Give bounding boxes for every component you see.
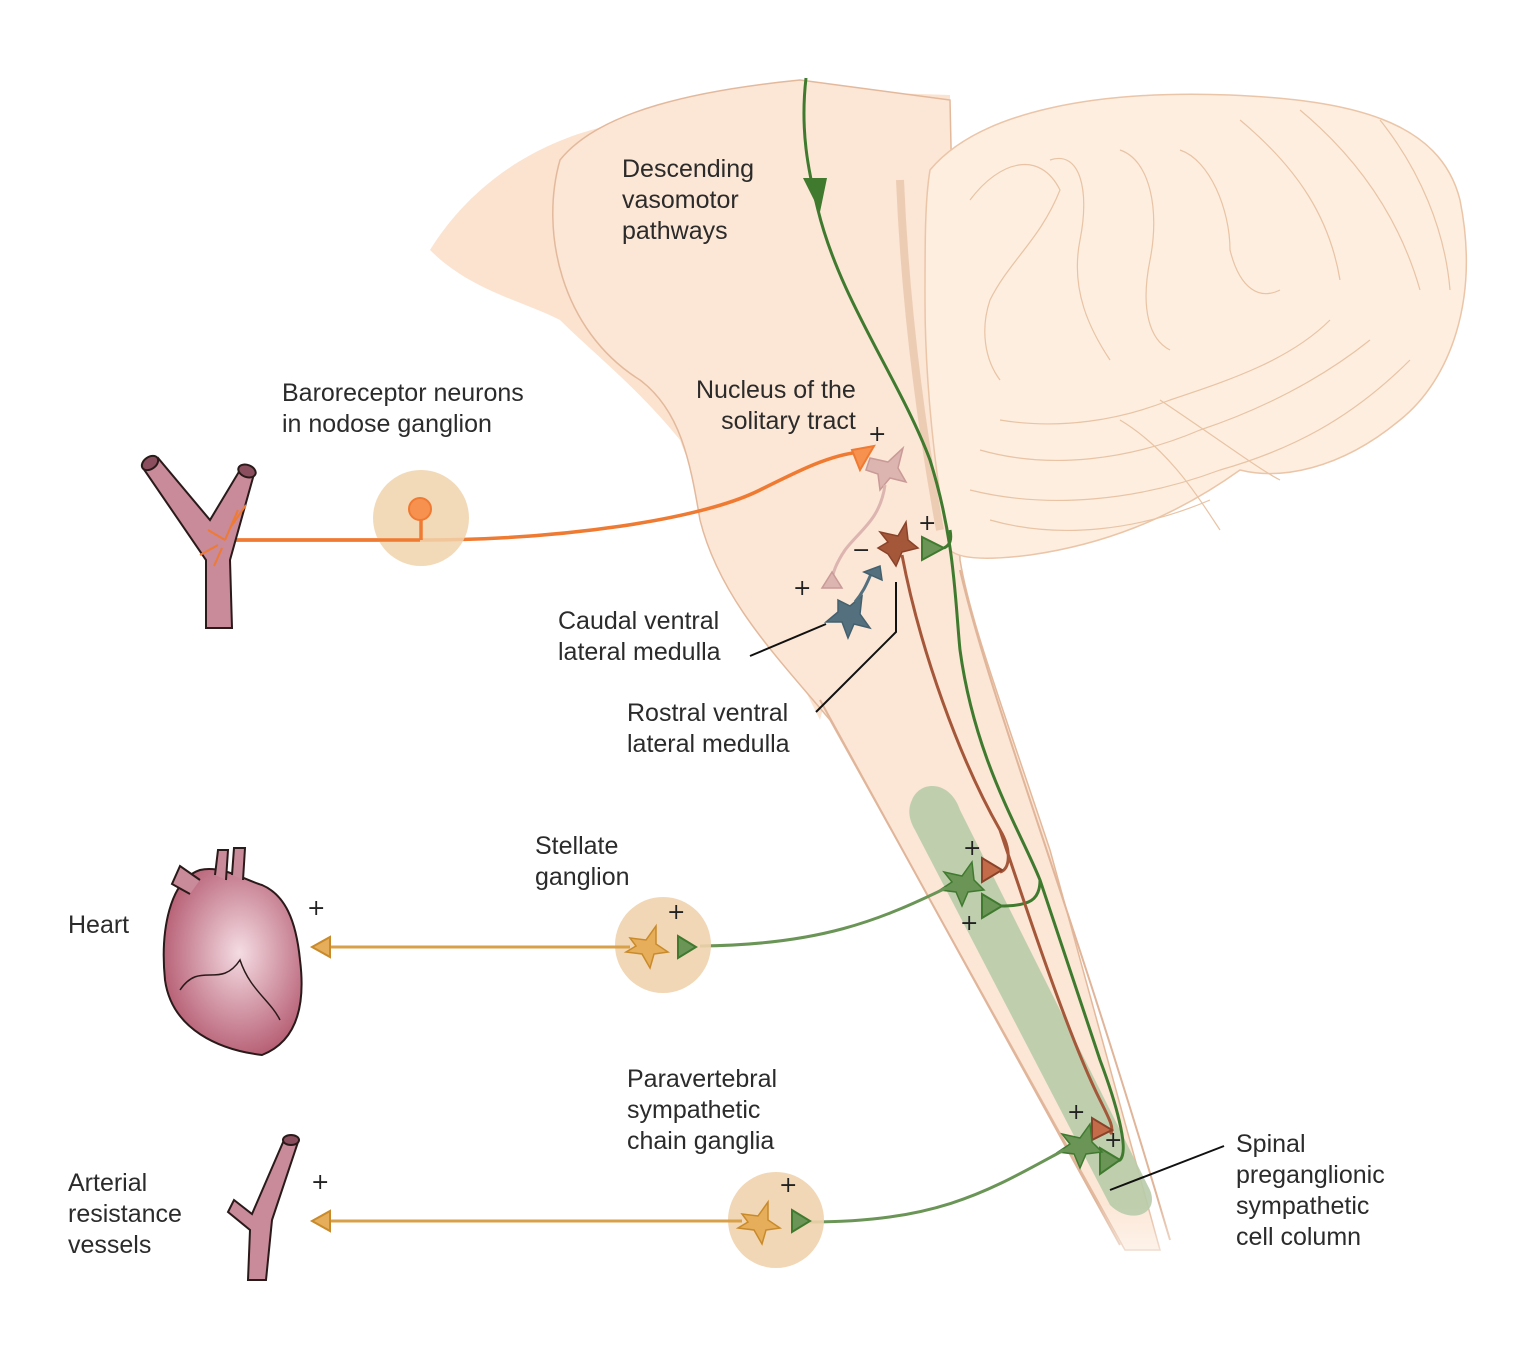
label-paravertebral-chain-ganglia: Paravertebral sympathetic chain ganglia <box>627 1065 778 1155</box>
label-rostral-ventral-lateral-medulla: Rostral ventral lateral medulla <box>627 699 790 758</box>
rvlm-neuron <box>876 519 920 568</box>
preganglionic-cell-column <box>909 786 1152 1216</box>
label-stellate-ganglion: Stellate ganglion <box>535 832 630 891</box>
rvlm-descending-axon <box>900 554 1114 1136</box>
paravertebral-ganglion-bg <box>728 1172 824 1268</box>
heart-terminal-icon <box>309 935 331 959</box>
label-spinal-preganglionic-cell-column: Spinal preganglionic sympathetic cell co… <box>1236 1130 1385 1251</box>
stellate-input-terminal-icon <box>677 934 698 960</box>
sign-heart-effector: + <box>307 896 326 921</box>
sign-stellate: + <box>667 900 686 925</box>
rvlm-terminal-upper-icon <box>981 856 1004 884</box>
paravertebral-input-terminal-icon <box>791 1208 812 1234</box>
label-heart: Heart <box>68 911 130 939</box>
descending-terminal-rvlm-icon <box>921 535 947 562</box>
heart-icon <box>162 847 303 1057</box>
sign-upper-spinal-descending: + <box>960 911 979 936</box>
paravertebral-neuron <box>735 1199 783 1246</box>
rvlm-leader-line <box>815 582 897 713</box>
spinal-column-leader-line <box>1109 1145 1225 1191</box>
carotid-vessel-icon <box>140 454 257 629</box>
nts-neuron <box>865 445 908 492</box>
label-nucleus-solitary-tract: Nucleus of the solitary tract <box>696 376 856 435</box>
nts-terminal-icon <box>820 570 844 589</box>
label-descending-vasomotor-pathways: Descending vasomotor pathways <box>622 155 755 245</box>
arterial-vessel-icon <box>226 1134 300 1281</box>
descending-vasomotor-pathway <box>802 77 1125 1164</box>
baroreceptor-afferent-fiber <box>225 450 861 542</box>
cvlm-leader-line <box>749 623 827 657</box>
cvlm-terminal-icon <box>862 564 883 582</box>
upper-preganglionic-axon <box>699 886 947 948</box>
spinal-cord-right-edge <box>959 569 1171 1241</box>
lower-preganglionic-axon <box>809 1148 1065 1224</box>
label-caudal-ventral-lateral-medulla: Caudal ventral lateral medulla <box>558 607 721 666</box>
sign-vessel-effector: + <box>311 1170 330 1195</box>
sign-upper-spinal-rvlm: + <box>963 836 982 861</box>
baroreceptor-neuron <box>408 497 432 521</box>
sign-nts-input: + <box>868 422 887 447</box>
label-arterial-resistance-vessels: Arterial resistance vessels <box>68 1169 182 1259</box>
label-baroreceptor-neurons: Baroreceptor neurons in nodose ganglion <box>282 379 524 438</box>
sign-rvlm-descending: + <box>918 511 937 536</box>
rvlm-terminal-lower-icon <box>1091 1116 1115 1142</box>
sign-cvlm-to-rvlm: − <box>852 538 871 563</box>
sign-nts-to-cvlm: + <box>793 576 812 601</box>
baroreceptor-terminal-icon <box>850 444 876 473</box>
stellate-neuron <box>623 923 671 970</box>
sign-paravertebral: + <box>779 1173 798 1198</box>
vessel-terminal-icon <box>309 1209 331 1233</box>
cerebellum-folia <box>969 109 1451 531</box>
sign-lower-spinal-descending: + <box>1104 1128 1123 1153</box>
descending-arrowhead-icon <box>803 178 827 212</box>
sign-lower-spinal-rvlm: + <box>1067 1100 1086 1125</box>
stellate-ganglion-bg <box>615 897 711 993</box>
descending-terminal-upper-icon <box>981 892 1004 920</box>
cerebellum-shape <box>924 93 1467 560</box>
descending-terminal-lower-icon <box>1099 1146 1122 1176</box>
lower-preganglionic-neuron <box>1055 1121 1104 1170</box>
